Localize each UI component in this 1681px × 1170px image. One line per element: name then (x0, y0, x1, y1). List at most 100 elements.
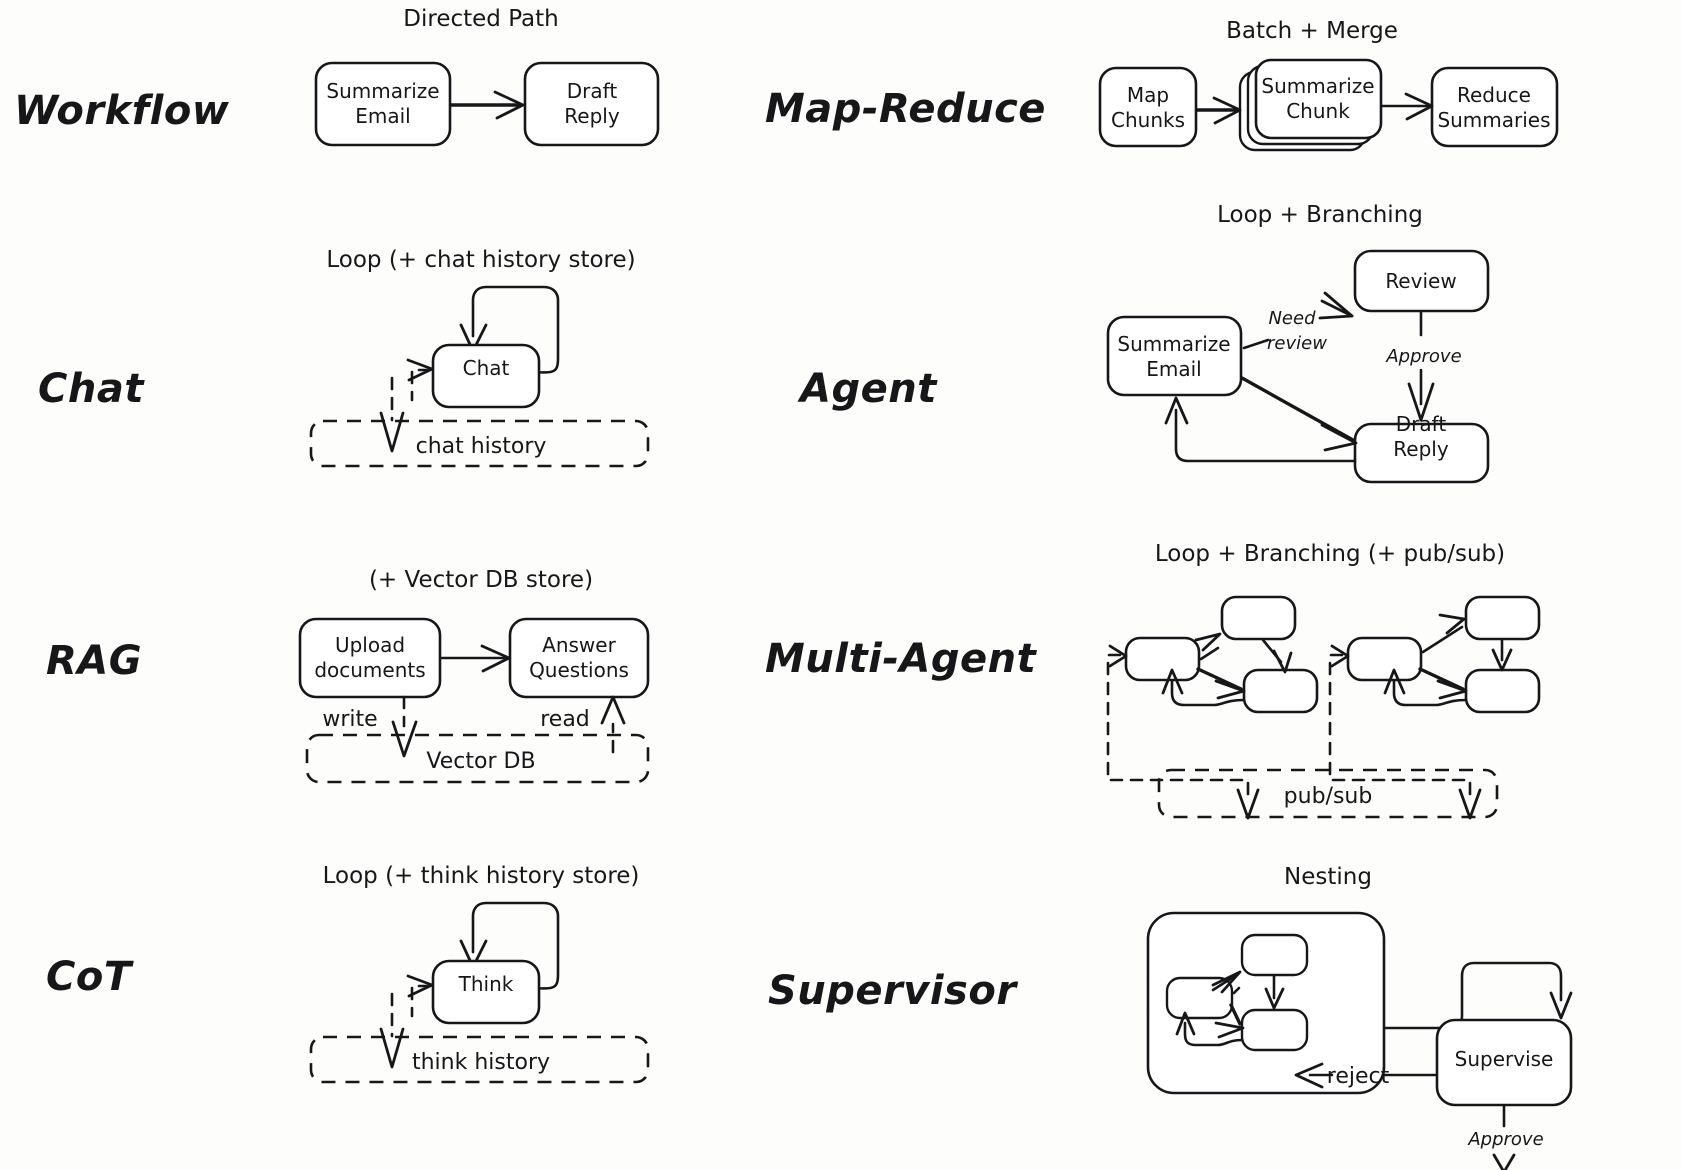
edge-ma-l-a-to-c (1196, 667, 1243, 691)
node-ma-r-a[interactable] (1346, 636, 1423, 682)
edge-ma-r-a-to-c (1418, 667, 1465, 691)
node-summarize-chunk[interactable] (1254, 58, 1383, 140)
arrowhead-ma-r-c-to-a (1383, 668, 1406, 695)
node-agent-draft-reply[interactable] (1353, 422, 1490, 484)
arrowhead-sup-c-to-a (1175, 1011, 1196, 1036)
store-chat-history[interactable] (309, 419, 650, 468)
node-answer-line1: Answer (542, 633, 616, 657)
edge-sup-a-to-c (1229, 1003, 1242, 1026)
node-draft-reply[interactable] (523, 61, 660, 147)
arrowhead-think-to-history (379, 1027, 405, 1069)
panel-rag: (+ Vector DB store) Upload documents Ans… (298, 567, 650, 784)
arrowhead-summarize-to-draft (493, 90, 525, 120)
arrowhead-review-to-draft (1407, 382, 1435, 422)
arrowhead-supervise-approve (1492, 1153, 1516, 1170)
node-agent-review-label: Review (1385, 269, 1456, 293)
caption-vector-db-store: (+ Vector DB store) (369, 567, 593, 593)
panel-cot: Loop (+ think history store) Think think… (309, 863, 650, 1084)
node-upload-documents[interactable] (298, 617, 442, 699)
node-summarize-chunk-line1: Summarize (1261, 74, 1374, 98)
node-ma-r-b[interactable] (1464, 595, 1541, 641)
node-sup-b[interactable] (1240, 933, 1309, 977)
panel-workflow: Directed Path Summarize Email Draft Repl… (314, 6, 660, 147)
edge-sup-a-to-b (1232, 986, 1241, 995)
node-chat[interactable] (431, 343, 541, 409)
row-label-cot: CoT (46, 954, 134, 1000)
arrowhead-map-to-summarize (1212, 96, 1242, 125)
arrowhead-draft-to-summarize-loop (1164, 396, 1189, 425)
multi-agent-cluster-right (1328, 595, 1541, 820)
arrowhead-ma-r-a-to-c (1436, 679, 1468, 700)
arrowhead-ma-l-a-to-c (1214, 679, 1246, 700)
arrowhead-subgraph-to-supervise (1549, 991, 1573, 1020)
arrowhead-summarize-to-draft-diagonal (1320, 423, 1358, 452)
arrowhead-sup-a-to-b (1211, 970, 1242, 994)
caption-directed-path: Directed Path (403, 6, 558, 32)
node-agent-summarize-line2: Email (1146, 357, 1202, 381)
node-upload-line2: documents (314, 658, 425, 682)
node-reduce-summaries-line2: Summaries (1437, 108, 1550, 132)
store-think-history[interactable] (309, 1035, 650, 1084)
edge-subgraph-to-supervise (1384, 961, 1563, 1030)
row-label-rag: RAG (46, 638, 142, 684)
panel-chat: Loop (+ chat history store) Chat chat hi… (309, 247, 650, 468)
node-chat-label: Chat (463, 356, 510, 380)
row-label-supervisor: Supervisor (768, 968, 1018, 1014)
node-think-label: Think (458, 972, 514, 996)
multi-agent-cluster-left (1106, 595, 1319, 820)
arrowhead-history-to-think (406, 974, 434, 998)
node-agent-summarize-email[interactable] (1106, 315, 1243, 397)
store-pub-sub-label: pub/sub (1284, 784, 1373, 809)
panel-multi-agent: Loop + Branching (+ pub/sub) (1106, 541, 1541, 820)
edge-summarize-to-draft-diagonal (1240, 376, 1355, 442)
caption-batch-merge: Batch + Merge (1226, 18, 1398, 44)
node-think[interactable] (431, 959, 541, 1025)
node-summarize-email-line2: Email (355, 104, 411, 128)
node-ma-l-a[interactable] (1124, 636, 1201, 682)
arrowhead-sup-a-to-c (1214, 1021, 1245, 1039)
store-think-history-label: think history (412, 1050, 550, 1075)
arrowhead-ma-l-c-to-a (1161, 668, 1184, 695)
node-map-chunks[interactable] (1098, 66, 1198, 148)
arrowhead-chat-to-history (379, 411, 405, 453)
caption-loop-branching: Loop + Branching (1217, 202, 1423, 228)
edge-think-history-to-think (410, 984, 432, 1018)
store-chat-history-label: chat history (416, 434, 547, 459)
node-agent-summarize-line1: Summarize (1117, 332, 1230, 356)
supervisor-subgraph-container[interactable] (1146, 911, 1386, 1095)
arrowhead-ma-r-a-to-b (1438, 613, 1466, 635)
node-map-chunks-line1: Map (1127, 83, 1169, 107)
edge-ma-r-c-to-a (1392, 679, 1468, 707)
arrowhead-upload-to-answer (480, 644, 511, 673)
node-ma-r-c[interactable] (1464, 668, 1541, 714)
node-draft-reply-line1: Draft (567, 79, 618, 103)
node-draft-reply-line2: Reply (564, 104, 620, 128)
node-ma-l-c[interactable] (1242, 668, 1319, 714)
row-label-chat: Chat (38, 366, 145, 412)
edge-sup-a-to-b-2 (1211, 972, 1240, 992)
node-summarize-chunk-line2: Chunk (1286, 99, 1350, 123)
edge-label-reject: reject (1327, 1064, 1390, 1089)
caption-loop-think: Loop (+ think history store) (323, 863, 640, 889)
node-agent-draft-line2: Reply (1393, 437, 1449, 461)
arrowhead-sup-b-to-c (1264, 987, 1285, 1010)
store-vector-db[interactable] (305, 733, 650, 784)
edge-think-self-loop (471, 901, 560, 990)
panel-supervisor: Nesting Supervise reject Approve (1146, 864, 1573, 1170)
node-reduce-summaries[interactable] (1430, 66, 1559, 148)
store-pub-sub[interactable] (1157, 768, 1499, 819)
arrowhead-ma-l-b-to-c (1272, 649, 1293, 674)
node-upload-line1: Upload (335, 633, 405, 657)
node-answer-line2: Questions (529, 658, 629, 682)
store-vector-db-label: Vector DB (426, 749, 535, 774)
edge-label-read: read (540, 707, 590, 732)
row-label-map-reduce: Map-Reduce (765, 86, 1046, 132)
row-label-workflow: Workflow (14, 88, 230, 134)
node-sup-c[interactable] (1240, 1008, 1309, 1052)
arrowhead-ma-l-pubsub-in (1108, 644, 1128, 668)
caption-loop-branching-pubsub: Loop + Branching (+ pub/sub) (1155, 541, 1505, 567)
arrowhead-history-to-chat (406, 358, 434, 382)
node-ma-l-b[interactable] (1220, 595, 1297, 641)
